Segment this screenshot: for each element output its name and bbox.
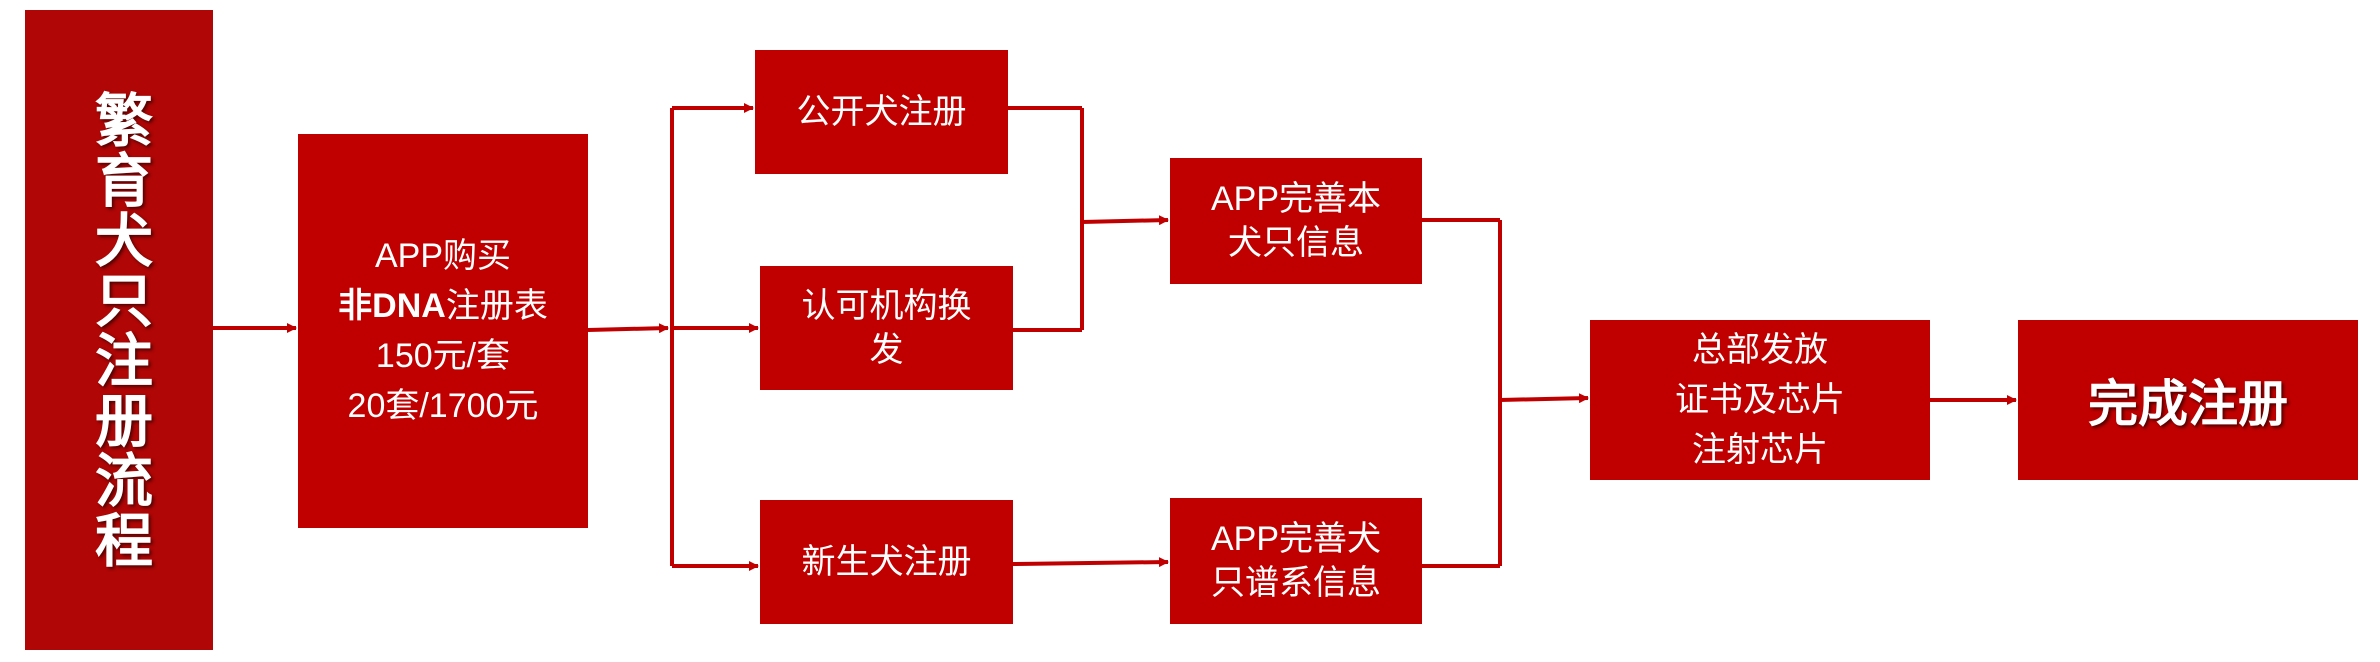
purchase-line-price: 150元/套 (375, 337, 511, 375)
headquarters-issue-line1: 总部发放 (1692, 331, 1828, 369)
purchase-line-bulk-price: 20套/1700元 (347, 387, 539, 425)
purchase-line-app: APP购买 (374, 237, 512, 275)
purchase-line-form: 非DNA注册表 (338, 281, 548, 331)
non-dna-label: 非DNA (338, 287, 446, 325)
public-dog-registration-label: 公开犬注册 (796, 93, 967, 131)
app-pedigree-info-line2: 只谱系信息 (1211, 564, 1381, 602)
newborn-dog-registration-label: 新生犬注册 (801, 543, 972, 581)
merge-to-appinfo (1081, 215, 1169, 226)
arrow-purchase-to-split (587, 323, 669, 334)
merge-to-hq (1499, 393, 1589, 404)
app-pedigree-info-line1: APP完善犬 (1210, 520, 1382, 558)
newborn-to-pedigree (1012, 557, 1169, 568)
app-complete-info-line2: 犬只信息 (1228, 224, 1364, 262)
app-complete-info-line1: APP完善本 (1210, 180, 1382, 218)
registration-complete-label: 完成注册 (2088, 375, 2288, 433)
purchase-box: APP购买 非DNA注册表 150元/套 20套/1700元 (298, 134, 588, 528)
public-dog-registration-node: 公开犬注册 (755, 50, 1008, 174)
headquarters-issue-line3: 注射芯片 (1692, 431, 1828, 469)
page-title: 繁育犬只注册流程 (85, 90, 153, 570)
title-box: 繁育犬只注册流程 (25, 10, 213, 650)
certified-exchange-label-line2: 发 (869, 331, 904, 369)
app-complete-info-node: APP完善本 犬只信息 (1170, 158, 1422, 284)
register-form-label: 注册表 (445, 287, 548, 325)
headquarters-issue-node: 总部发放 证书及芯片 注射芯片 (1590, 320, 1930, 480)
certified-exchange-node: 认可机构换 发 (760, 266, 1013, 390)
newborn-dog-registration-node: 新生犬注册 (760, 500, 1013, 624)
registration-complete-node: 完成注册 (2018, 320, 2358, 480)
app-pedigree-info-node: APP完善犬 只谱系信息 (1170, 498, 1422, 624)
headquarters-issue-line2: 证书及芯片 (1675, 381, 1845, 419)
certified-exchange-label-line1: 认可机构换 (801, 287, 972, 325)
